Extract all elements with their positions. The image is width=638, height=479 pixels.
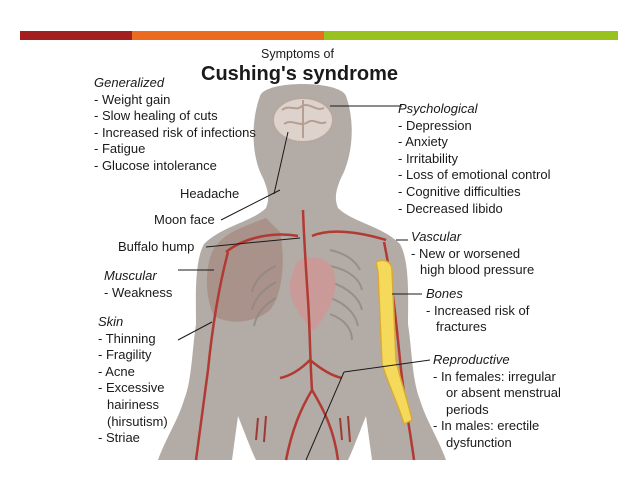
psychological-item: - Cognitive difficulties — [398, 183, 521, 199]
shoulder-muscle — [206, 218, 283, 322]
psychological-group: Psychological - Depression - Anxiety - I… — [398, 101, 550, 217]
skin-group: Skin - Thinning - Fragility - Acne - Exc… — [98, 314, 168, 447]
reproductive-item: or absent menstrual — [446, 385, 561, 401]
reproductive-group: Reproductive - In females: irregular or … — [433, 352, 561, 452]
bones-item: fractures — [436, 319, 487, 335]
page-title: Cushing's syndrome — [201, 63, 399, 85]
blood-vessels — [194, 209, 416, 461]
muscular-group: Muscular - Weakness — [104, 268, 172, 301]
psychological-item: - Loss of emotional control — [398, 167, 551, 183]
generalized-item: - Fatigue — [94, 141, 146, 157]
header-bar-orange — [132, 31, 324, 40]
reproductive-item: periods — [446, 401, 489, 417]
bones-label: Bones — [426, 286, 463, 301]
skin-item: hairiness — [107, 396, 160, 412]
vascular-group: Vascular - New or worsened high blood pr… — [411, 229, 534, 279]
psychological-item: - Irritability — [398, 150, 458, 166]
reproductive-label: Reproductive — [433, 352, 510, 367]
leader-lines — [177, 105, 431, 461]
vascular-item: - New or worsened — [411, 245, 521, 261]
psychological-label: Psychological — [398, 101, 478, 116]
heart — [289, 257, 336, 330]
bones-item: - Increased risk of — [426, 302, 530, 318]
skin-item: - Acne — [98, 363, 135, 379]
generalized-item: - Weight gain — [94, 91, 171, 107]
arm-bone — [375, 259, 413, 426]
ribcage — [251, 249, 363, 341]
muscular-item: - Weakness — [104, 284, 173, 300]
header-bar-red — [20, 31, 132, 40]
psychological-item: - Depression — [398, 117, 472, 133]
brain-folds — [281, 100, 327, 138]
reproductive-item: dysfunction — [446, 434, 512, 450]
muscular-label: Muscular — [104, 268, 157, 283]
reproductive-item: - In males: erectile — [433, 418, 540, 434]
vascular-label: Vascular — [411, 229, 462, 244]
skin-item: - Thinning — [98, 330, 156, 346]
moon-face-label: Moon face — [154, 212, 215, 227]
skin-item: (hirsutism) — [107, 413, 168, 429]
skin-item: - Striae — [98, 430, 140, 446]
striae — [255, 415, 351, 443]
skin-item: - Excessive — [98, 380, 165, 396]
page-supertitle: Symptoms of — [261, 47, 334, 61]
header-bar-green — [324, 31, 618, 40]
headache-label: Headache — [180, 186, 240, 201]
vascular-item: high blood pressure — [420, 262, 535, 278]
generalized-group: Generalized - Weight gain - Slow healing… — [94, 75, 256, 175]
buffalo-hump-label: Buffalo hump — [118, 239, 195, 254]
reproductive-item: - In females: irregular — [433, 368, 556, 384]
skin-item: - Fragility — [98, 347, 152, 363]
skin-label: Skin — [98, 314, 124, 329]
psychological-item: - Decreased libido — [398, 200, 503, 216]
generalized-item: - Slow healing of cuts — [94, 108, 218, 124]
bones-group: Bones - Increased risk of fractures — [426, 286, 529, 336]
generalized-item: - Glucose intolerance — [94, 157, 217, 173]
psychological-item: - Anxiety — [398, 134, 448, 150]
generalized-label: Generalized — [94, 75, 165, 90]
generalized-item: - Increased risk of infections — [94, 124, 256, 140]
